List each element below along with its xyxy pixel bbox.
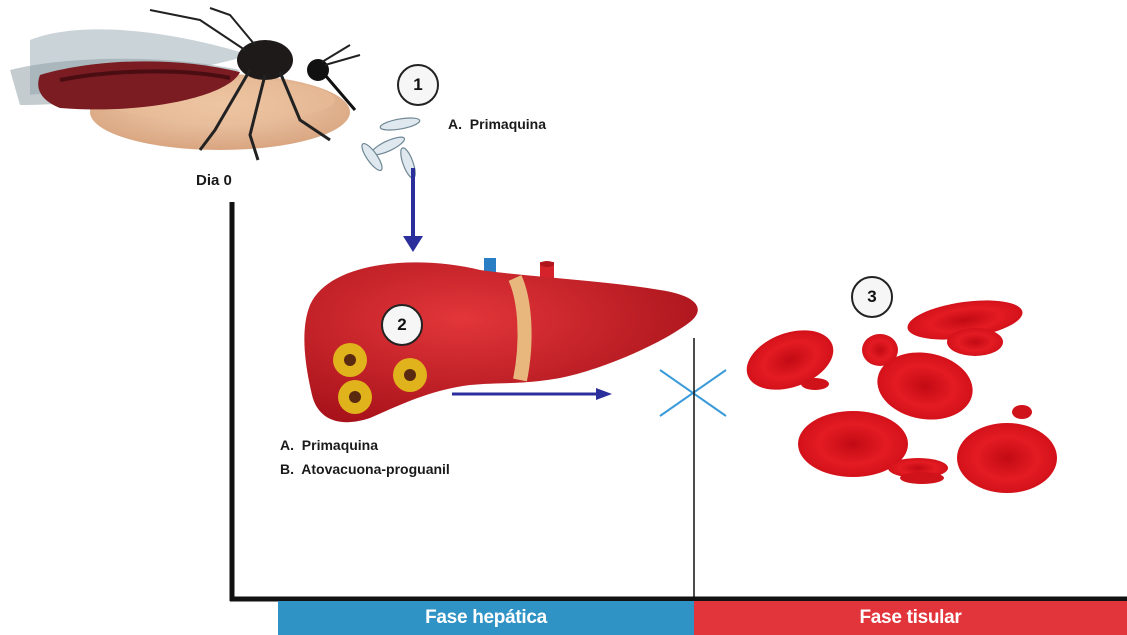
day-0-label: Dia 0	[196, 172, 232, 189]
liver-drug-a-label: A. Primaquina	[280, 437, 378, 453]
step-2-badge: 2	[381, 304, 423, 346]
phase-hepatic-label: Fase hepática	[425, 607, 547, 629]
blocked-x-icon	[660, 370, 726, 416]
arrow-to-blood-head	[596, 388, 612, 400]
phase-tissue-bar: Fase tisular	[694, 601, 1127, 635]
liver-drug-b-label: B. Atovacuona-proguanil	[280, 461, 450, 477]
step-1-badge: 1	[397, 64, 439, 106]
phase-hepatic-bar: Fase hepática	[278, 601, 694, 635]
arrow-to-liver-head	[403, 236, 423, 252]
step-3-badge: 3	[851, 276, 893, 318]
red-blood-cells-icon	[738, 294, 1057, 493]
mosquito-drug-a-label: A. Primaquina	[448, 116, 546, 132]
phase-tissue-label: Fase tisular	[859, 607, 961, 629]
